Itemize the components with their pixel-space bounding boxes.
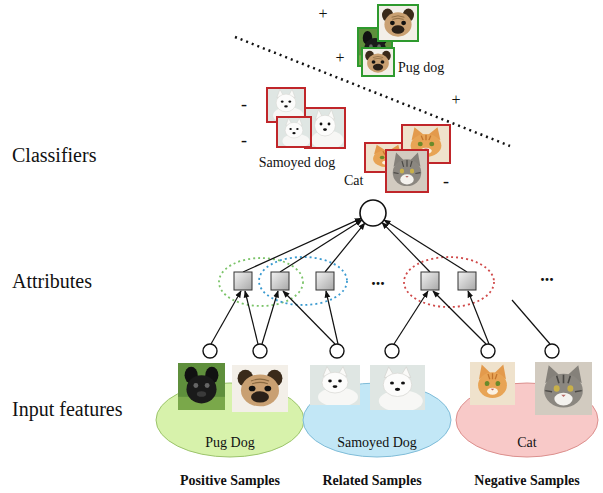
decision-boundary: [235, 37, 510, 146]
ellipsis: ...: [371, 269, 385, 290]
sample-caption: Positive Samples: [180, 473, 280, 489]
group-label: Samoyed Dog: [337, 435, 417, 451]
class-label: Pug dog: [398, 60, 444, 76]
sample-picture: [470, 362, 515, 405]
layer-label: Input features: [12, 398, 123, 421]
ellipsis: ...: [540, 265, 554, 286]
layer-label: Classifiers: [12, 144, 96, 167]
sample-picture: [370, 365, 425, 412]
class-label: Cat: [344, 173, 363, 189]
sample-caption: Negative Samples: [474, 473, 579, 489]
related-pictures: [267, 88, 345, 150]
plus-sign: +: [318, 5, 327, 23]
class-label: Samoyed dog: [259, 155, 336, 171]
input-units: [203, 344, 559, 358]
sample-picture: [232, 365, 288, 412]
group-ellipse: [404, 257, 494, 307]
sample-group: Cat: [455, 382, 599, 458]
layer-label: Attributes: [12, 270, 92, 293]
network-wires: [211, 291, 550, 344]
sample-group: Samoyed Dog: [302, 382, 452, 458]
group-label: Pug Dog: [205, 435, 254, 451]
network-wires: [243, 218, 467, 272]
plus-sign: +: [335, 49, 344, 67]
minus-sign: -: [241, 130, 247, 151]
classifier-unit: [360, 200, 386, 226]
plus-sign: +: [451, 91, 460, 109]
group-ellipse: [259, 257, 347, 305]
attribute-units: [234, 272, 476, 290]
sample-picture: [310, 365, 360, 407]
negative-pictures: [365, 125, 450, 192]
group-label: Cat: [517, 435, 536, 451]
sample-picture: [178, 363, 225, 410]
minus-sign: -: [241, 94, 247, 115]
sample-group: Pug Dog: [155, 382, 305, 458]
sample-picture: [535, 362, 592, 415]
minus-sign: -: [443, 171, 449, 192]
sample-caption: Related Samples: [322, 473, 421, 489]
